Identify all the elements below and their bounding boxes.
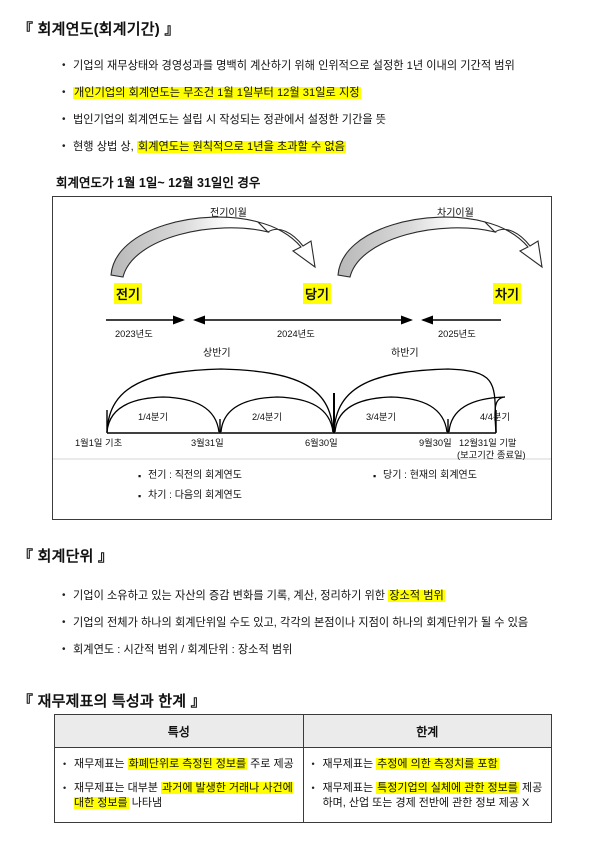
period-chip-next: 차기 [493, 283, 521, 304]
bullet-dot-icon: • [311, 783, 315, 793]
section-title-accounting-unit: 『 회계단위 』 [18, 548, 114, 565]
fiscal-year-bullet-item: • 법인기업의 회계연도는 설립 시 작성되는 정관에서 설정한 기간을 뜻 [62, 112, 515, 128]
carryover-label-previous: 전기이월 [210, 208, 247, 219]
limit-bullet-item: • 재무제표는 추정에 의한 측정치를 포함 [312, 757, 544, 772]
bullet-dot-icon: • [62, 141, 66, 152]
accounting-unit-bullet-text: 기업이 소유하고 있는 자산의 증감 변화를 기록, 계산, 정리하기 위한 장… [73, 590, 445, 602]
fiscal-year-bullet-item: • 기업의 재무상태와 경영성과를 명백히 계산하기 위해 인위적으로 설정한 1… [62, 58, 515, 74]
bullet-dot-icon: • [62, 60, 66, 71]
half-label-first: 상반기 [203, 348, 231, 359]
legend-label-current: 당기 : 현재의 회계연도 [383, 470, 477, 481]
bullet-dot-icon: • [63, 759, 67, 769]
fiscal-year-bullet-text: 법인기업의 회계연도는 설립 시 작성되는 정관에서 설정한 기간을 뜻 [73, 114, 387, 126]
fiscal-year-bullet-text: 기업의 재무상태와 경영성과를 명백히 계산하기 위해 인위적으로 설정한 1년… [73, 60, 515, 72]
accounting-unit-bullet-text: 회계연도 : 시간적 범위 / 회계단위 : 장소적 범위 [73, 644, 293, 656]
quarter-label-q3: 3/4분기 [366, 412, 397, 422]
feature-bullet-item: • 재무제표는 대부분 과거에 발생한 거래나 사건에 대한 정보를 나타냄 [63, 781, 295, 811]
accounting-unit-bullet-list: • 기업이 소유하고 있는 자산의 증감 변화를 기록, 계산, 정리하기 위한 … [62, 588, 528, 669]
carryover-arrow-previous [110, 216, 316, 278]
date-tick-jan1: 1월1일 기초 [75, 438, 123, 448]
feature-bullet-text: 재무제표는 대부분 과거에 발생한 거래나 사건에 대한 정보를 나타냄 [74, 782, 293, 809]
table-header-row: 특성 한계 [54, 714, 552, 748]
table-header-limit: 한계 [302, 714, 552, 748]
legend-bullet-icon: ▪ [373, 471, 377, 481]
quarter-label-q4: 4/4분기 [480, 412, 511, 422]
bullet-dot-icon: • [62, 617, 66, 628]
date-tick-jun30: 6월30일 [305, 438, 338, 448]
bullet-dot-icon: • [63, 783, 67, 793]
fiscal-year-bullet-item: • 현행 상법 상, 회계연도는 원칙적으로 1년을 초과할 수 없음 [62, 139, 515, 155]
year-label-2025: 2025년도 [438, 329, 476, 339]
carryover-arrow-next [337, 216, 543, 278]
accounting-unit-bullet-item: • 기업의 전체가 하나의 회계단위일 수도 있고, 각각의 본점이나 지점이 하… [62, 615, 528, 631]
bullet-dot-icon: • [62, 590, 66, 601]
half-year-arcs [106, 368, 497, 433]
section-title-fiscal-year: 『 회계연도(회계기간) 』 [18, 21, 180, 38]
half-label-second: 하반기 [391, 348, 419, 359]
quarter-label-q1: 1/4분기 [138, 412, 169, 422]
section-title-financial-statements: 『 재무제표의 특성과 한계 』 [18, 693, 206, 710]
period-chip-previous: 전기 [114, 283, 142, 304]
period-chip-current: 당기 [303, 283, 331, 304]
bullet-dot-icon: • [62, 87, 66, 98]
fiscal-year-bullet-text: 개인기업의 회계연도는 무조건 1월 1일부터 12월 31일로 지정 [73, 87, 361, 99]
fiscal-year-diagram: 전기이월 차기이월 전기 당기 차기 2023년도 2024년도 2025년도 … [52, 196, 552, 520]
fiscal-year-bullet-list: • 기업의 재무상태와 경영성과를 명백히 계산하기 위해 인위적으로 설정한 1… [62, 58, 515, 166]
year-timeline-arrowheads [173, 315, 433, 325]
legend-item-previous: ▪ 전기 : 직전의 회계연도 [138, 469, 242, 483]
table-header-feature: 특성 [54, 714, 304, 748]
accounting-unit-bullet-item: • 기업이 소유하고 있는 자산의 증감 변화를 기록, 계산, 정리하기 위한 … [62, 588, 528, 604]
financial-statements-table: 특성 한계 • 재무제표는 화폐단위로 측정된 정보를 주로 제공 • 재무제표는 대… [54, 714, 552, 823]
quarter-baseline [106, 393, 497, 434]
table-row: • 재무제표는 화폐단위로 측정된 정보를 주로 제공 • 재무제표는 대부분 과거에… [54, 747, 552, 823]
bullet-dot-icon: • [62, 644, 66, 655]
feature-bullet-item: • 재무제표는 화폐단위로 측정된 정보를 주로 제공 [63, 757, 295, 772]
date-tick-dec31-note: (보고기간 종료일) [457, 450, 526, 460]
date-tick-sep30: 9월30일 [419, 438, 452, 448]
limit-bullet-text: 재무제표는 추정에 의한 측정치를 포함 [322, 758, 499, 770]
year-label-2023: 2023년도 [115, 329, 153, 339]
legend-bullet-icon: ▪ [138, 471, 142, 481]
fiscal-year-bullet-item: • 개인기업의 회계연도는 무조건 1월 1일부터 12월 31일로 지정 [62, 85, 515, 101]
legend-bullet-icon: ▪ [138, 491, 142, 501]
legend-label-previous: 전기 : 직전의 회계연도 [148, 470, 242, 481]
table-cell-features: • 재무제표는 화폐단위로 측정된 정보를 주로 제공 • 재무제표는 대부분 과거에… [54, 747, 304, 823]
accounting-unit-bullet-item: • 회계연도 : 시간적 범위 / 회계단위 : 장소적 범위 [62, 642, 528, 658]
diagram-graphics [53, 216, 551, 460]
legend-item-next: ▪ 차기 : 다음의 회계연도 [138, 489, 242, 503]
carryover-label-next: 차기이월 [437, 208, 474, 219]
accounting-unit-bullet-text: 기업의 전체가 하나의 회계단위일 수도 있고, 각각의 본점이나 지점이 하나… [73, 617, 529, 629]
table-cell-limits: • 재무제표는 추정에 의한 측정치를 포함 • 재무제표는 특정기업의 실체에 관한… [302, 747, 552, 823]
limit-bullet-item: • 재무제표는 특정기업의 실체에 관한 정보를 제공하며, 산업 또는 경제 전… [312, 781, 544, 811]
fiscal-year-bullet-text: 현행 상법 상, 회계연도는 원칙적으로 1년을 초과할 수 없음 [73, 141, 346, 153]
legend-label-next: 차기 : 다음의 회계연도 [148, 490, 242, 501]
quarter-arcs [106, 396, 506, 433]
year-label-2024: 2024년도 [277, 329, 315, 339]
fiscal-year-subheading: 회계연도가 1월 1일~ 12월 31일인 경우 [56, 176, 261, 190]
bullet-dot-icon: • [311, 759, 315, 769]
date-tick-dec31: 12월31일 기말 [459, 438, 517, 448]
bullet-dot-icon: • [62, 114, 66, 125]
limit-bullet-text: 재무제표는 특정기업의 실체에 관한 정보를 제공하며, 산업 또는 경제 전반… [322, 782, 543, 809]
feature-bullet-text: 재무제표는 화폐단위로 측정된 정보를 주로 제공 [74, 758, 294, 770]
legend-item-current: ▪ 당기 : 현재의 회계연도 [373, 469, 477, 483]
date-tick-mar31: 3월31일 [191, 438, 224, 448]
quarter-label-q2: 2/4분기 [252, 412, 283, 422]
